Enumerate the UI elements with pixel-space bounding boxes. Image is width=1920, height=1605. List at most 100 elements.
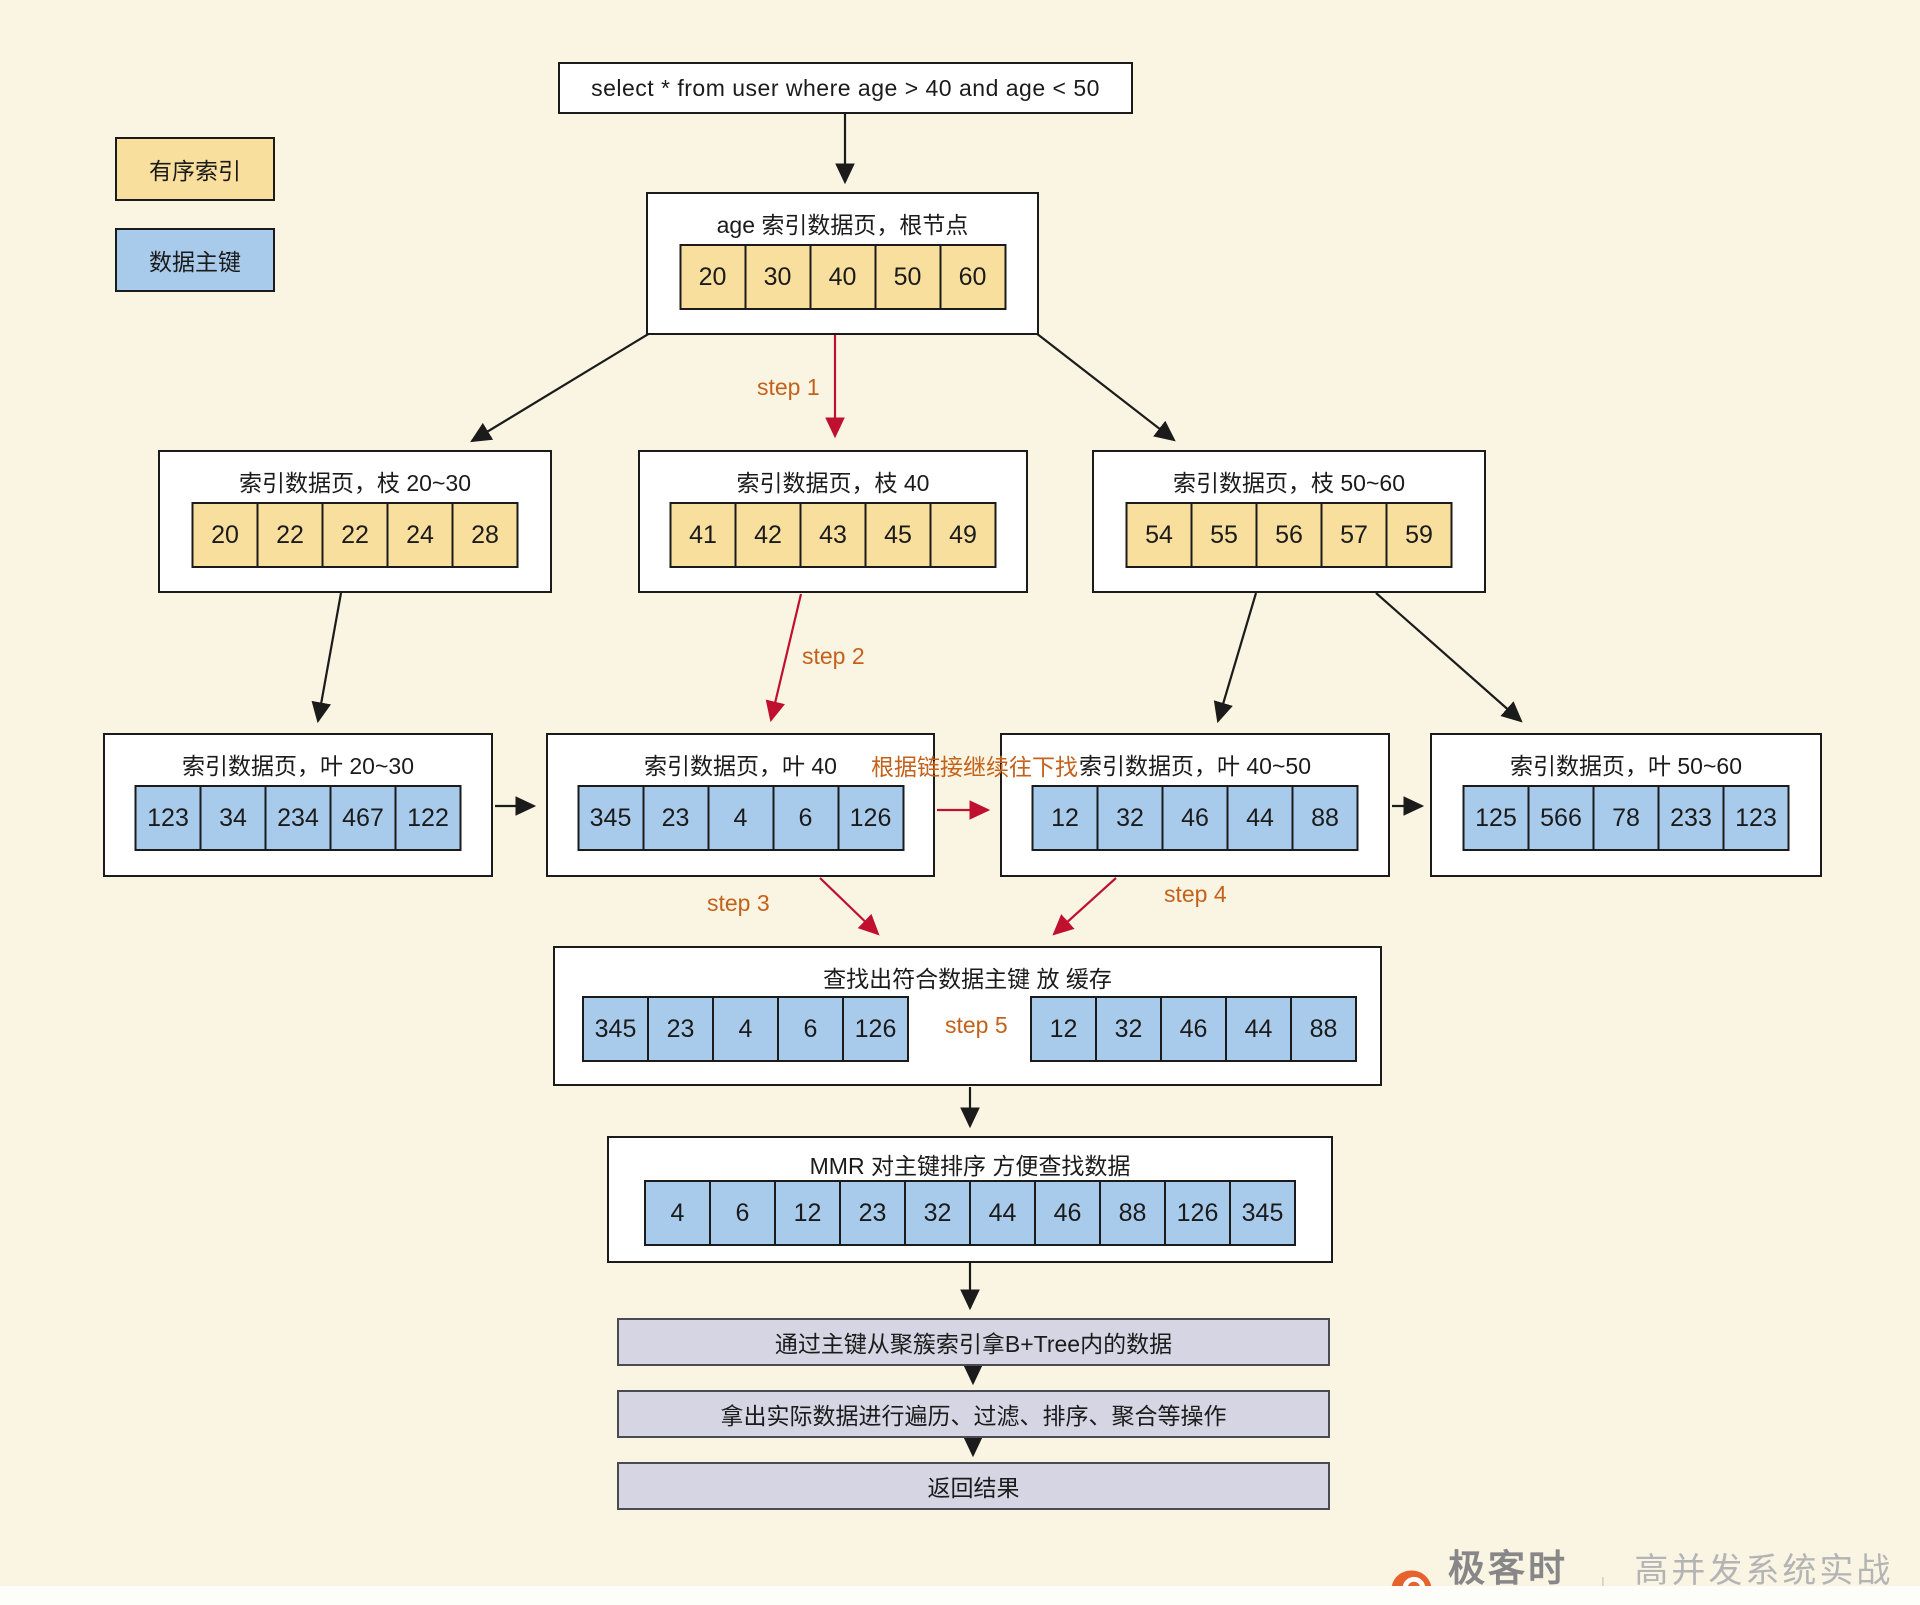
index-cell: 60 — [939, 244, 1006, 310]
primary-key-cell: 32 — [904, 1180, 971, 1246]
primary-key-cell: 78 — [1592, 785, 1660, 851]
primary-key-cell: 12 — [1031, 785, 1099, 851]
pipeline-step-fetch-clustered-index: 通过主键从聚簇索引拿B+Tree内的数据 — [617, 1318, 1330, 1366]
primary-key-cell: 88 — [1099, 1180, 1166, 1246]
step2-label: step 2 — [802, 643, 865, 669]
primary-key-cell: 44 — [1225, 996, 1292, 1062]
index-cell: 49 — [929, 502, 997, 568]
primary-key-cell: 23 — [647, 996, 714, 1062]
footer-brand: 极客时间 — [1448, 1548, 1568, 1605]
primary-key-cell: 44 — [1226, 785, 1294, 851]
primary-key-cell: 44 — [969, 1180, 1036, 1246]
primary-key-cell: 126 — [842, 996, 909, 1062]
node-title: 索引数据页，枝 50~60 — [1173, 470, 1405, 496]
primary-key-cell: 345 — [577, 785, 644, 851]
index-cell: 54 — [1125, 502, 1193, 568]
primary-key-cell: 32 — [1095, 996, 1162, 1062]
sql-query-text: select * from user where age > 40 and ag… — [591, 74, 1100, 101]
primary-key-cell: 234 — [264, 785, 332, 851]
primary-key-cell: 125 — [1462, 785, 1530, 851]
step1-label: step 1 — [757, 374, 820, 400]
pipeline-step-process-data: 拿出实际数据进行遍历、过滤、排序、聚合等操作 — [617, 1390, 1330, 1438]
node-title: 索引数据页，叶 40~50 — [1079, 753, 1311, 779]
index-cell: 50 — [874, 244, 941, 310]
index-cell: 45 — [864, 502, 932, 568]
index-cell: 56 — [1255, 502, 1323, 568]
step5-label: step 5 — [945, 1012, 1008, 1038]
primary-key-cell: 12 — [774, 1180, 841, 1246]
primary-key-cell: 23 — [839, 1180, 906, 1246]
primary-key-cell: 46 — [1161, 785, 1229, 851]
pipeline-step-label: 通过主键从聚簇索引拿B+Tree内的数据 — [774, 1331, 1173, 1357]
follow-link-label: 根据链接继续往下找 — [871, 754, 1078, 780]
primary-key-cell: 126 — [837, 785, 904, 851]
primary-key-cell: 6 — [709, 1180, 776, 1246]
index-cell: 22 — [256, 502, 324, 568]
primary-key-cell: 6 — [772, 785, 839, 851]
legend-ordered-index-label: 有序索引 — [149, 158, 241, 184]
index-cell: 22 — [321, 502, 389, 568]
step3-label: step 3 — [707, 890, 770, 916]
index-cell: 30 — [744, 244, 811, 310]
index-cell: 20 — [191, 502, 259, 568]
primary-key-cell: 4 — [644, 1180, 711, 1246]
pipeline-step-label: 拿出实际数据进行遍历、过滤、排序、聚合等操作 — [720, 1403, 1227, 1429]
node-title: age 索引数据页，根节点 — [716, 212, 969, 238]
primary-key-cell: 88 — [1291, 785, 1359, 851]
index-cell: 41 — [669, 502, 737, 568]
index-cell: 55 — [1190, 502, 1258, 568]
index-cell: 42 — [734, 502, 802, 568]
primary-key-cell: 12 — [1030, 996, 1097, 1062]
primary-key-cell: 345 — [1229, 1180, 1296, 1246]
index-cell: 59 — [1385, 502, 1453, 568]
primary-key-cell: 126 — [1164, 1180, 1231, 1246]
primary-key-cell: 4 — [707, 785, 774, 851]
index-cell: 20 — [679, 244, 746, 310]
primary-key-cell: 122 — [394, 785, 462, 851]
node-title: 查找出符合数据主键 放 缓存 — [823, 966, 1112, 992]
index-cell: 40 — [809, 244, 876, 310]
primary-key-cell: 6 — [777, 996, 844, 1062]
footer-watermark: 极客时间 ｜ 高并发系统实战@蓝天 — [1388, 1538, 1920, 1605]
primary-key-cell: 32 — [1096, 785, 1164, 851]
sql-query-box: select * from user where age > 40 and ag… — [558, 62, 1133, 114]
bottom-strip — [0, 1586, 1920, 1605]
node-title: 索引数据页，枝 40 — [736, 470, 930, 496]
primary-key-cell: 467 — [329, 785, 397, 851]
primary-key-cell: 233 — [1657, 785, 1725, 851]
node-title: 索引数据页，叶 20~30 — [182, 753, 414, 779]
primary-key-cell: 23 — [642, 785, 709, 851]
primary-key-cell: 4 — [712, 996, 779, 1062]
primary-key-cell: 566 — [1527, 785, 1595, 851]
node-title: MMR 对主键排序 方便查找数据 — [809, 1153, 1131, 1179]
primary-key-cell: 34 — [199, 785, 267, 851]
primary-key-cell: 46 — [1160, 996, 1227, 1062]
primary-key-cell: 123 — [134, 785, 202, 851]
legend-data-primary-key: 数据主键 — [115, 228, 275, 292]
legend-ordered-index: 有序索引 — [115, 137, 275, 201]
footer-credit: 高并发系统实战@蓝天 — [1634, 1552, 1894, 1605]
index-cell: 28 — [451, 502, 519, 568]
index-cell: 43 — [799, 502, 867, 568]
